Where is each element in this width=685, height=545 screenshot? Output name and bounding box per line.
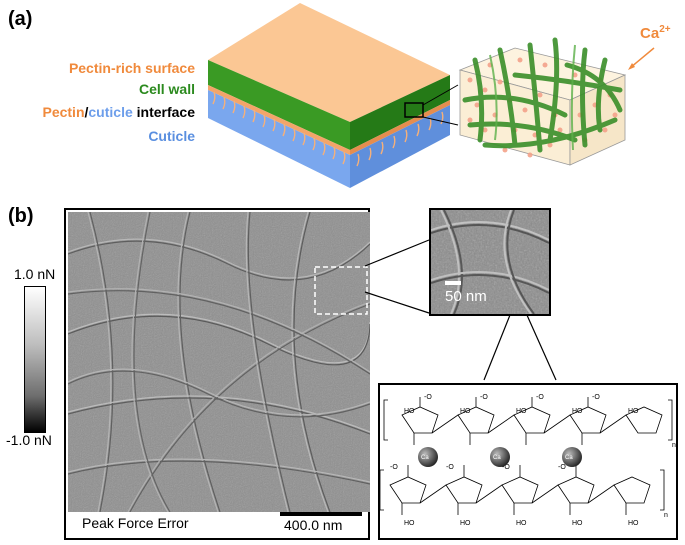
afm-image-frame: Peak Force Error 400.0 nm — [64, 208, 370, 540]
interface-slash: / — [84, 104, 89, 120]
interface-pectin: Pectin — [42, 104, 85, 120]
chem-carboxyl-1: -O — [424, 394, 432, 401]
afm-peak-force-image — [68, 212, 370, 512]
chem-repeat-top: n — [672, 442, 676, 449]
interface-word: interface — [132, 104, 195, 120]
chem-repeat-bottom: n — [664, 512, 668, 519]
chem-ho-5: HO — [628, 408, 639, 415]
interface-cuticle: cuticle — [88, 104, 133, 120]
chem-ho-8: HO — [516, 520, 527, 527]
inset-scalebar-label: 50 nm — [445, 288, 487, 305]
slab-cuticle-left — [208, 90, 350, 188]
ca-sphere-label-3: Ca — [565, 455, 573, 461]
layered-slab-diagram — [208, 3, 459, 188]
slab-top-face — [208, 3, 450, 122]
panel-a-label: (a) — [8, 8, 33, 30]
ca-sphere-label-2: Ca — [493, 455, 501, 461]
chem-carboxyl-3: -O — [536, 394, 544, 401]
ca-base: Ca — [640, 25, 660, 42]
chem-ho-7: HO — [460, 520, 471, 527]
afm-caption: Peak Force Error — [82, 515, 189, 531]
pectin-structure-frame: -O -O -O -O HO HO HO HO HO n n -O -O -O … — [378, 383, 678, 540]
chem-carboxyl-5: -O — [390, 464, 398, 471]
slab-green-left — [208, 60, 350, 150]
colorbar-max-label: 1.0 nN — [14, 266, 56, 282]
chem-carboxyl-2: -O — [480, 394, 488, 401]
inset-image-frame: 50 nm — [429, 208, 551, 316]
inset-scalebar — [445, 281, 461, 285]
panel-b-label: (b) — [8, 205, 34, 227]
colorbar-min-label: -1.0 nN — [6, 432, 52, 448]
chem-carboxyl-8: -O — [558, 464, 566, 471]
calcium-ion-label: Ca2+ — [640, 24, 671, 42]
main-scalebar — [280, 512, 362, 516]
label-interface: Pectin/cuticle interface — [42, 104, 195, 120]
afm-inset-image — [431, 210, 549, 314]
slab-cuticle-right — [350, 105, 450, 188]
chem-ho-3: HO — [516, 408, 527, 415]
chem-carboxyl-7: -O — [502, 464, 510, 471]
zoom-box-slab — [404, 102, 424, 118]
chem-ho-10: HO — [628, 520, 639, 527]
calcium-arrow — [628, 47, 655, 70]
slab-green-right — [350, 75, 450, 150]
chem-ho-2: HO — [460, 408, 471, 415]
afm-zoom-region — [314, 266, 368, 315]
label-cuticle: Cuticle — [148, 128, 195, 144]
calcium-pectin-structure: -O -O -O -O HO HO HO HO HO n n -O -O -O … — [380, 394, 676, 527]
calcium-spheres — [418, 447, 582, 467]
label-pectin-surface: Pectin-rich surface — [68, 60, 195, 76]
chem-ho-1: HO — [404, 408, 415, 415]
cell-wall-zoom-cube — [458, 37, 627, 166]
chem-ho-6: HO — [404, 520, 415, 527]
label-cell-wall: Cell wall — [138, 81, 195, 97]
chem-ho-9: HO — [572, 520, 583, 527]
chem-carboxyl-4: -O — [592, 394, 600, 401]
chem-ho-4: HO — [572, 408, 583, 415]
ca-sphere-label-1: Ca — [421, 455, 429, 461]
ca-sup: 2+ — [659, 24, 671, 35]
colorbar — [24, 286, 46, 433]
chem-carboxyl-6: -O — [446, 464, 454, 471]
main-scalebar-label: 400.0 nm — [284, 517, 343, 533]
